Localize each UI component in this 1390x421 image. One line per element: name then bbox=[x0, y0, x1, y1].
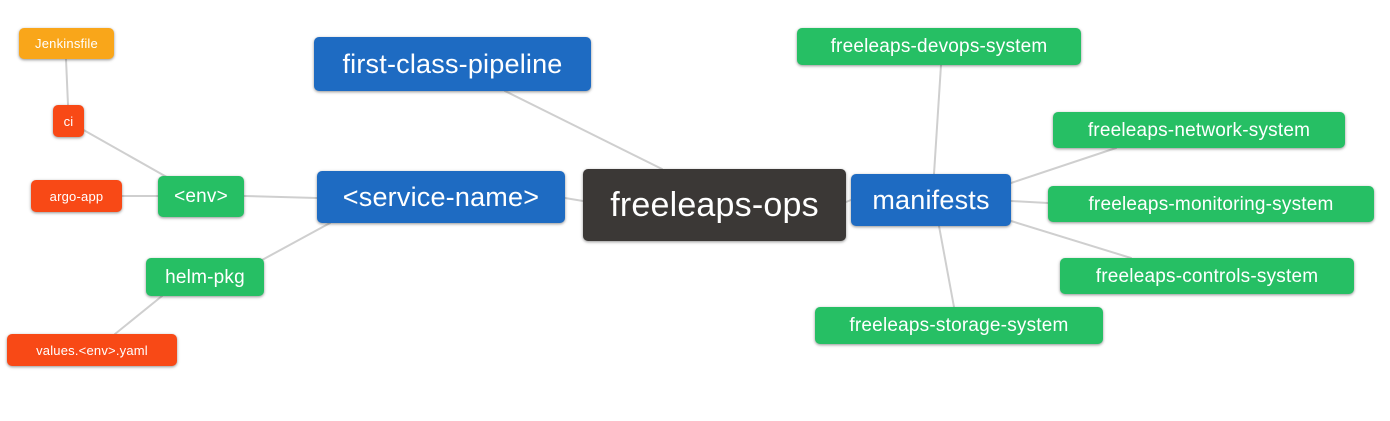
node-service-name[interactable]: <service-name> bbox=[317, 171, 565, 223]
edge-first-class-pipeline-to-freeleaps-ops bbox=[504, 90, 663, 170]
node-freeleaps-storage-system[interactable]: freeleaps-storage-system bbox=[815, 307, 1103, 344]
edge-manifests-to-freeleaps-network-system bbox=[1010, 147, 1117, 184]
node-freeleaps-controls-system[interactable]: freeleaps-controls-system bbox=[1060, 258, 1354, 294]
edge-manifests-to-freeleaps-monitoring-system bbox=[1010, 200, 1049, 204]
node-jenkinsfile[interactable]: Jenkinsfile bbox=[19, 28, 114, 59]
edge-manifests-to-freeleaps-devops-system bbox=[933, 64, 942, 175]
edge-manifests-to-freeleaps-storage-system bbox=[938, 225, 955, 308]
node-ci[interactable]: ci bbox=[53, 105, 84, 137]
node-first-class-pipeline[interactable]: first-class-pipeline bbox=[314, 37, 591, 91]
node-values-env-yaml[interactable]: values.<env>.yaml bbox=[7, 334, 177, 366]
edge-manifests-to-freeleaps-controls-system bbox=[1010, 220, 1132, 259]
edge-service-name-to-freeleaps-ops bbox=[564, 197, 584, 202]
edge-values-env-yaml-to-helm-pkg bbox=[114, 295, 163, 335]
node-freeleaps-ops[interactable]: freeleaps-ops bbox=[583, 169, 846, 241]
node-freeleaps-monitoring-system[interactable]: freeleaps-monitoring-system bbox=[1048, 186, 1374, 222]
node-env[interactable]: <env> bbox=[158, 176, 244, 217]
node-manifests[interactable]: manifests bbox=[851, 174, 1011, 226]
node-freeleaps-network-system[interactable]: freeleaps-network-system bbox=[1053, 112, 1345, 148]
edge-helm-pkg-to-service-name bbox=[261, 222, 331, 261]
node-argo-app[interactable]: argo-app bbox=[31, 180, 122, 212]
edge-jenkinsfile-to-ci bbox=[65, 58, 69, 106]
edge-ci-to-env bbox=[79, 127, 173, 181]
node-helm-pkg[interactable]: helm-pkg bbox=[146, 258, 264, 296]
edge-env-to-service-name bbox=[243, 195, 318, 199]
node-freeleaps-devops-system[interactable]: freeleaps-devops-system bbox=[797, 28, 1081, 65]
